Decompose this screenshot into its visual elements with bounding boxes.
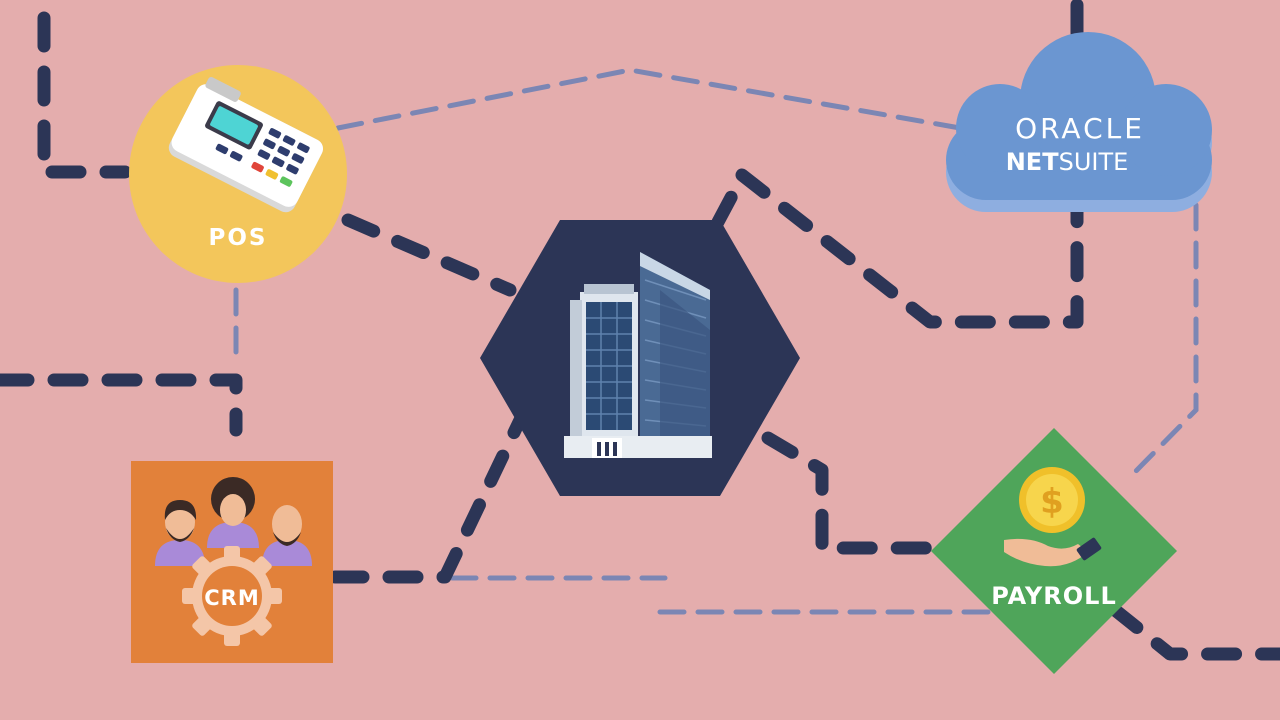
netsuite-wordmark: NETSUITE <box>1006 148 1129 176</box>
company-hub-node[interactable] <box>480 220 800 496</box>
connector-pos-to-netsuite <box>335 67 963 131</box>
cloud-icon <box>946 32 1212 200</box>
connector-center-to-netsuite <box>711 183 742 229</box>
dark-connectors <box>0 0 1280 661</box>
people-icon <box>155 477 312 566</box>
connector-left-to-crm <box>0 373 243 437</box>
netsuite-node[interactable]: ORACLE NETSUITE <box>946 32 1212 212</box>
office-building-icon <box>564 252 712 458</box>
connector-netsuite-to-payroll <box>1132 202 1199 475</box>
connector-payroll-to-right <box>1108 603 1280 661</box>
coin-icon: $ <box>1019 467 1085 533</box>
dollar-symbol: $ <box>1040 482 1064 522</box>
card-terminal-icon <box>168 76 323 213</box>
pos-node[interactable]: POS <box>129 65 347 283</box>
crm-node[interactable]: CRM <box>131 461 333 663</box>
crm-label: CRM <box>204 586 259 610</box>
light-connectors <box>233 67 1199 615</box>
connector-top-left <box>37 11 132 179</box>
open-hand-icon <box>1004 537 1102 567</box>
payroll-node[interactable]: $ PAYROLL <box>931 428 1177 674</box>
payroll-label: PAYROLL <box>991 582 1117 610</box>
connector-pos-to-center <box>341 213 517 297</box>
netsuite-net: NET <box>1006 148 1059 176</box>
connector-center-to-payroll <box>761 431 942 555</box>
connector-crm-to-center <box>328 413 527 584</box>
oracle-wordmark: ORACLE <box>1015 112 1145 145</box>
connector-center-right-to-netsuite <box>735 168 1084 329</box>
netsuite-suite: SUITE <box>1059 148 1129 176</box>
pos-label: POS <box>209 225 268 251</box>
gear-icon <box>182 546 282 646</box>
